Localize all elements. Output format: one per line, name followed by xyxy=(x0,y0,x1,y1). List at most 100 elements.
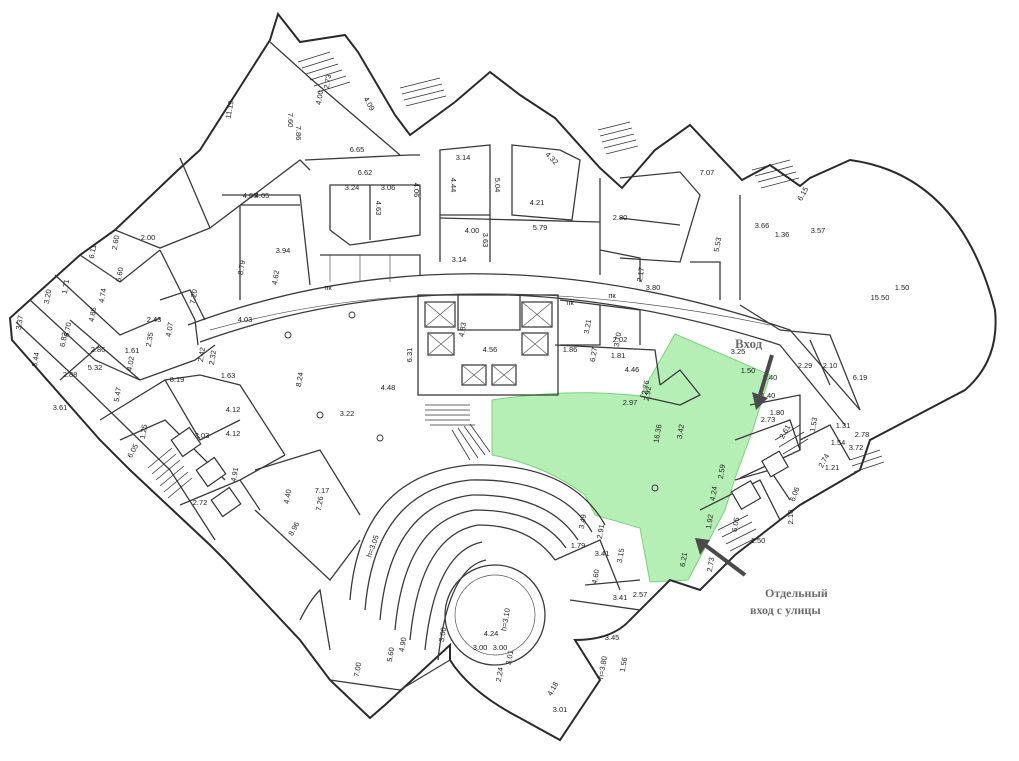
dimension-label: 2.91 xyxy=(595,524,606,540)
dimension-label: 8.79 xyxy=(236,260,247,276)
dimension-label: 3.63 xyxy=(481,233,490,248)
dimension-label: 3.20 xyxy=(42,289,53,305)
dimension-label: 3.66 xyxy=(755,221,770,230)
dimension-label: 4.91 xyxy=(229,467,240,483)
dimension-label: 1.31 xyxy=(836,421,851,430)
dimension-label: 5.60 xyxy=(385,647,396,663)
dimension-label: 1.25 xyxy=(138,424,149,440)
dimension-label: 3.25 xyxy=(731,347,746,356)
dimension-label: 5.32 xyxy=(88,363,103,372)
dimension-label: 8.44 xyxy=(30,352,41,368)
dimension-label: 15.50 xyxy=(871,293,890,302)
dimension-label: 3.00 xyxy=(437,627,448,643)
dimension-label: 1.50 xyxy=(751,536,766,545)
dimension-label: 3.21 xyxy=(582,319,593,335)
dimension-label: 4.44 xyxy=(449,178,458,193)
annotation-label: пк xyxy=(324,283,332,292)
dimension-label: 2.43 xyxy=(147,315,162,324)
dimension-label: 3.00 xyxy=(473,643,488,652)
dimension-label: 4.09 xyxy=(362,95,377,112)
central-core xyxy=(417,294,559,461)
dimension-label: 4.74 xyxy=(97,288,108,304)
right-rooms xyxy=(554,299,861,552)
dimension-label: 1.61 xyxy=(125,346,140,355)
dimension-label: 3.14 xyxy=(452,255,467,264)
dimension-label: 6.60 xyxy=(114,267,125,283)
dimension-label: 2.76 xyxy=(640,380,651,396)
street-entrance-label-line1: Отдельный xyxy=(765,586,828,600)
dimension-label: 4.00 xyxy=(314,90,325,106)
columns xyxy=(284,311,659,492)
dimension-label: 2.73 xyxy=(705,557,716,573)
dimension-label: 1.53 xyxy=(808,417,819,433)
dimension-label: 1.79 xyxy=(571,541,586,550)
dimension-label: 4.12 xyxy=(226,429,241,438)
dimension-label: 4.05 xyxy=(255,191,270,200)
annotation-label: пк xyxy=(566,298,574,307)
dimension-label: 6.05 xyxy=(730,517,741,533)
dimension-label: 3.01 xyxy=(504,650,515,666)
dimension-label: 5.53 xyxy=(712,237,723,253)
dimension-label: 6.62 xyxy=(358,168,373,177)
dimension-label: 3.22 xyxy=(340,409,355,418)
dimension-label: 8.24 xyxy=(294,372,305,388)
dimension-label: 4.24 xyxy=(484,629,499,638)
dimension-label: 2.92 xyxy=(642,386,653,402)
auditorium xyxy=(299,464,641,691)
dimension-label: 1.80 xyxy=(770,408,785,417)
dimension-label: 5.79 xyxy=(533,223,548,232)
dimension-label: 2.29 xyxy=(798,361,813,370)
dimension-label: 6.15 xyxy=(795,185,810,202)
annotation-label: h=3.80 xyxy=(596,655,609,679)
left-core xyxy=(147,426,242,518)
dimension-label: 11.19 xyxy=(224,100,236,120)
dimension-label: 2.35 xyxy=(144,332,155,348)
dimension-label: 4.06 xyxy=(243,191,258,200)
dimension-label: 2.42 xyxy=(196,347,207,363)
dimension-label: 6.70 xyxy=(62,322,73,338)
dimension-label: 3.41 xyxy=(613,593,628,602)
dimension-label: 2.40 xyxy=(763,373,778,382)
dimension-label: 4.48 xyxy=(381,383,396,392)
dimension-label: 6.65 xyxy=(350,145,365,154)
dimension-label: 5.47 xyxy=(112,387,123,403)
dimension-label: 1.40 xyxy=(761,391,776,400)
dimension-label: 1.71 xyxy=(60,279,71,295)
annotation-label: h=3.05 xyxy=(364,534,380,559)
dimension-label: 2.97 xyxy=(623,398,638,407)
dimension-label: 7.86 xyxy=(294,126,303,141)
dimension-label: 3.42 xyxy=(675,424,686,440)
dimension-label: 5.04 xyxy=(493,178,502,193)
upper-rooms xyxy=(114,144,741,300)
dimension-label: 6.82 xyxy=(58,332,69,348)
dimension-label: 7.17 xyxy=(315,486,330,495)
dimension-label: 6.27 xyxy=(588,347,599,363)
entrance-label: Вход xyxy=(735,336,763,351)
dimension-label: 4.06 xyxy=(412,183,421,198)
entrance-arrows xyxy=(695,354,774,577)
dimension-label: 2.57 xyxy=(633,590,648,599)
dimension-label: 4.07 xyxy=(164,322,175,338)
dimension-label: 6.06 xyxy=(788,486,801,503)
dimension-label: 6.21 xyxy=(678,552,689,568)
dimension-label: 4.03 xyxy=(238,315,253,324)
dimension-label: 4.60 xyxy=(590,569,601,585)
dimension-label: 7.20 xyxy=(188,289,199,305)
dimension-label: 8.96 xyxy=(286,520,301,537)
dimension-label: 4.63 xyxy=(374,201,383,216)
dimension-label: 4.62 xyxy=(270,270,281,286)
top-stairs xyxy=(297,51,885,473)
dimension-label: 4.18 xyxy=(545,680,560,697)
dimension-label: 4.56 xyxy=(483,345,498,354)
dimension-label: 2.80 xyxy=(613,213,628,222)
dimension-label: 1.92 xyxy=(704,514,715,530)
dimension-label: 3.03 xyxy=(195,431,210,440)
dimension-label: 1.54 xyxy=(831,438,846,447)
dimension-label: 2.10 xyxy=(823,361,838,370)
dimension-label: 6.05 xyxy=(125,442,140,459)
dimension-label: 4.83 xyxy=(457,322,468,338)
dimension-label: 2.88 xyxy=(63,370,78,379)
dimension-label: 6.11 xyxy=(87,244,98,259)
